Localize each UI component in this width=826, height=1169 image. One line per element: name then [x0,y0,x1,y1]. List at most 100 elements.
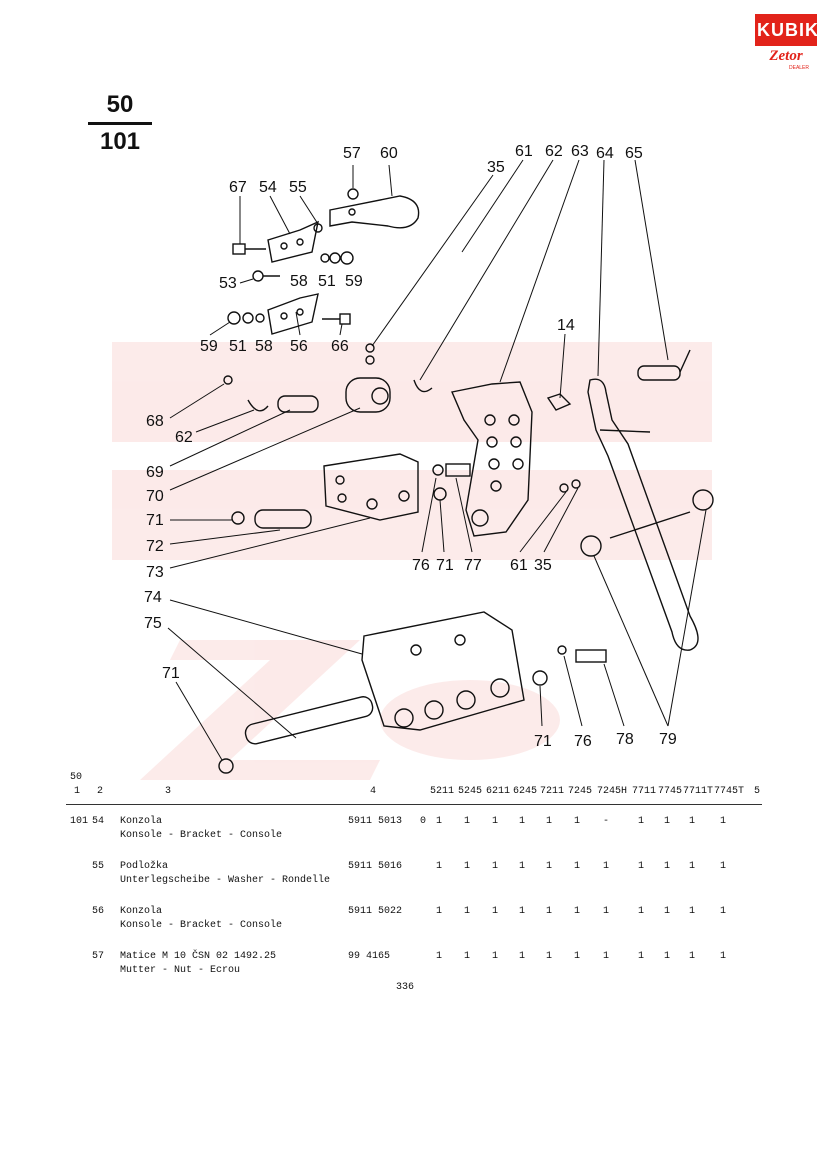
callout-62: 62 [175,429,193,446]
callout-71: 71 [146,512,164,529]
callout-74: 74 [144,589,162,606]
callout-labels: 57 60 61 62 63 64 65 35 67 54 55 53 58 5… [144,143,677,750]
quantity-cell: 1 [602,906,609,917]
quantity-cell: 1 [435,951,442,962]
col-header-1: 1 [74,786,81,797]
quantity-cell: 1 [663,951,670,962]
part-number: 5911 5022 [348,906,403,917]
callout-35: 35 [534,557,552,574]
model-header: 7711T [683,786,714,797]
model-header: 6245 [513,786,538,797]
quantity-cell: 1 [719,951,726,962]
logo-sub: Zetor [769,48,803,64]
col-header-5: 5 [754,786,761,797]
quantity-cell: 1 [491,816,498,827]
callout-63: 63 [571,143,589,160]
quantity-cell: 1 [518,816,525,827]
quantity-cell: 1 [463,951,470,962]
quantity-cell: 1 [545,906,552,917]
quantity-cell: 1 [491,906,498,917]
callout-68: 68 [146,413,164,430]
callout-71: 71 [162,665,180,682]
quantity-cell: 1 [602,861,609,872]
position-cell: 56 [92,906,105,917]
part-description: Konsole - Bracket - Console [120,920,283,931]
quantity-cell: 1 [518,951,525,962]
callout-72: 72 [146,538,164,555]
leader-lines [167,159,707,761]
callout-77: 77 [464,557,482,574]
callout-59: 59 [200,338,218,355]
model-header: 5211 [430,786,455,797]
part-description: Unterlegscheibe - Washer - Rondelle [120,875,331,886]
quantity-cell: 1 [435,861,442,872]
callout-51: 51 [318,273,336,290]
part-description: Mutter - Nut - Ecrou [120,965,241,976]
callout-61: 61 [515,143,533,160]
page-number: 336 [396,982,415,993]
logo-tag: DEALER [789,65,810,71]
callout-62: 62 [545,143,563,160]
quantity-cell: 1 [518,861,525,872]
quantity-cell: 1 [719,861,726,872]
table-group-label: 50 [70,772,83,783]
quantity-cell: 1 [573,951,580,962]
part-description: Konsole - Bracket - Console [120,830,283,841]
quantity-cell: 1 [637,906,644,917]
callout-58: 58 [290,273,308,290]
table-header-rule [66,804,762,805]
kubik-zetor-logo: KUBIK Zetor DEALER [755,14,819,71]
model-header: 7245 [568,786,593,797]
quantity-cell: 1 [719,906,726,917]
quantity-cell: 1 [637,816,644,827]
section-reference: 50 101 [88,90,152,157]
quantity-cell: 1 [573,816,580,827]
callout-59: 59 [345,273,363,290]
quantity-cell: 1 [573,906,580,917]
callout-54: 54 [259,179,277,196]
quantity-cell: 1 [688,816,695,827]
col-header-2: 2 [97,786,104,797]
part-name: Konzola [120,816,163,827]
callout-55: 55 [289,179,307,196]
logo-badge: KUBIK [755,14,819,46]
quantity-cell: 1 [663,816,670,827]
quantity-cell: 1 [573,861,580,872]
quantity-cell: 1 [663,861,670,872]
quantity-cell: 1 [688,861,695,872]
callout-66: 66 [331,338,349,355]
quantity-cell: 1 [688,951,695,962]
callout-76: 76 [412,557,430,574]
quantity-cell: 1 [463,906,470,917]
figure-cell: 101 [70,816,89,827]
model-header: 7711 [632,786,657,797]
exploded-parts-drawing: 57 60 61 62 63 64 65 35 67 54 55 53 58 5… [112,143,714,780]
callout-67: 67 [229,179,247,196]
callout-78: 78 [616,731,634,748]
callout-73: 73 [146,564,164,581]
col-header-3: 3 [165,786,172,797]
quantity-cell: 1 [463,861,470,872]
quantity-cell: 1 [491,951,498,962]
part-number: 5911 5016 [348,861,403,872]
quantity-cell: 1 [435,906,442,917]
part-number: 5911 5013 [348,816,403,827]
model-header: 7745 [658,786,683,797]
callout-69: 69 [146,464,164,481]
position-cell: 55 [92,861,105,872]
callout-53: 53 [219,275,237,292]
callout-71: 71 [436,557,454,574]
quantity-cell: 1 [637,951,644,962]
quantity-cell: 1 [491,861,498,872]
quantity-cell: 1 [688,906,695,917]
callout-14: 14 [557,317,575,334]
part-name: Podložka [120,861,169,872]
callout-57: 57 [343,145,361,162]
model-header: 7245H [597,786,628,797]
callout-61: 61 [510,557,528,574]
quantity-cell: 1 [663,906,670,917]
quantity-cell: - [602,816,609,827]
quantity-cell: 1 [545,816,552,827]
logo-word: KUBIK [757,20,819,40]
model-header: 7211 [540,786,565,797]
